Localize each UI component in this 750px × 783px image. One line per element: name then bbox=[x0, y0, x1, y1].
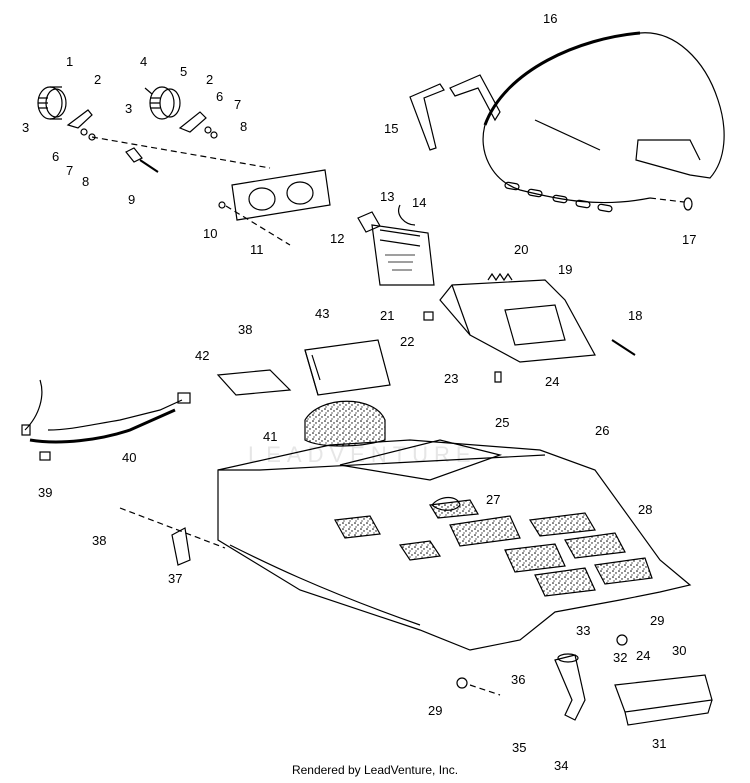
callout: 16 bbox=[543, 11, 557, 26]
callout: 11 bbox=[250, 242, 264, 257]
emblem bbox=[431, 496, 461, 511]
watermark-text: LEADVENTURE bbox=[248, 442, 477, 467]
callout: 23 bbox=[444, 371, 458, 386]
wiring-harness bbox=[21, 379, 191, 461]
callout: 20 bbox=[514, 242, 528, 257]
callout: 3 bbox=[22, 120, 29, 135]
callout: 15 bbox=[384, 121, 398, 136]
callout: 31 bbox=[652, 736, 666, 751]
callout: 21 bbox=[380, 308, 394, 323]
callout: 7 bbox=[234, 97, 241, 112]
callout: 33 bbox=[576, 623, 590, 638]
callout-labels: 1 2 3 4 5 2 3 6 7 8 6 7 8 9 10 11 12 13 … bbox=[22, 11, 696, 773]
spring bbox=[487, 272, 513, 282]
windshield-trim bbox=[409, 74, 501, 151]
screw bbox=[218, 201, 226, 209]
callout: 38 bbox=[92, 533, 106, 548]
rivet bbox=[616, 634, 628, 646]
grommet bbox=[683, 197, 693, 211]
callout: 18 bbox=[628, 308, 642, 323]
callout: 42 bbox=[195, 348, 209, 363]
callout: 6 bbox=[52, 149, 59, 164]
callout: 5 bbox=[180, 64, 187, 79]
footer-credit: Rendered by LeadVenture, Inc. bbox=[291, 763, 459, 777]
windshield bbox=[482, 31, 725, 213]
callout: 3 bbox=[125, 101, 132, 116]
callout: 2 bbox=[94, 72, 101, 87]
headlight-housing bbox=[439, 279, 596, 363]
front-bracket bbox=[554, 653, 586, 721]
callout: 32 bbox=[613, 650, 627, 665]
gauge-bracket-left bbox=[66, 109, 96, 141]
callout: 2 bbox=[206, 72, 213, 87]
callout: 30 bbox=[672, 643, 686, 658]
callout: 36 bbox=[511, 672, 525, 687]
front-bumper bbox=[614, 674, 713, 726]
callout: 37 bbox=[168, 571, 182, 586]
foam-pad bbox=[304, 400, 386, 447]
callout: 24 bbox=[636, 648, 650, 663]
callout: 7 bbox=[66, 163, 73, 178]
callout: 13 bbox=[380, 189, 394, 204]
callout: 14 bbox=[412, 195, 426, 210]
callout: 4 bbox=[140, 54, 147, 69]
decal bbox=[216, 369, 292, 396]
callout: 35 bbox=[512, 740, 526, 755]
bolt bbox=[611, 339, 636, 356]
headlight bbox=[357, 204, 435, 286]
callout: 8 bbox=[82, 174, 89, 189]
rivet bbox=[456, 677, 468, 689]
callout: 9 bbox=[128, 192, 135, 207]
gauge-right bbox=[144, 86, 181, 120]
callout: 25 bbox=[495, 415, 509, 430]
callout: 39 bbox=[38, 485, 52, 500]
gauge-left bbox=[37, 86, 67, 120]
callout: 24 bbox=[545, 374, 559, 389]
callout: 19 bbox=[558, 262, 572, 277]
callout: 38 bbox=[238, 322, 252, 337]
callout: 29 bbox=[428, 703, 442, 718]
callout: 6 bbox=[216, 89, 223, 104]
callout: 40 bbox=[122, 450, 136, 465]
hood bbox=[217, 439, 692, 651]
callout: 8 bbox=[240, 119, 247, 134]
callout: 28 bbox=[638, 502, 652, 517]
instrument-panel bbox=[231, 169, 331, 221]
callout: 22 bbox=[400, 334, 414, 349]
callout: 26 bbox=[595, 423, 609, 438]
callout: 1 bbox=[66, 54, 73, 69]
callout: 43 bbox=[315, 306, 329, 321]
callout: 17 bbox=[682, 232, 696, 247]
callout: 29 bbox=[650, 613, 664, 628]
clip bbox=[423, 311, 434, 321]
gauge-bracket-right bbox=[178, 111, 218, 139]
nut bbox=[494, 371, 502, 383]
callout: 10 bbox=[203, 226, 217, 241]
hood-flap bbox=[304, 339, 391, 396]
key-switch bbox=[125, 147, 159, 173]
callout: 34 bbox=[554, 758, 568, 773]
hood-bracket bbox=[171, 527, 191, 566]
callout: 12 bbox=[330, 231, 344, 246]
callout: 27 bbox=[486, 492, 500, 507]
callout: 41 bbox=[263, 429, 277, 444]
